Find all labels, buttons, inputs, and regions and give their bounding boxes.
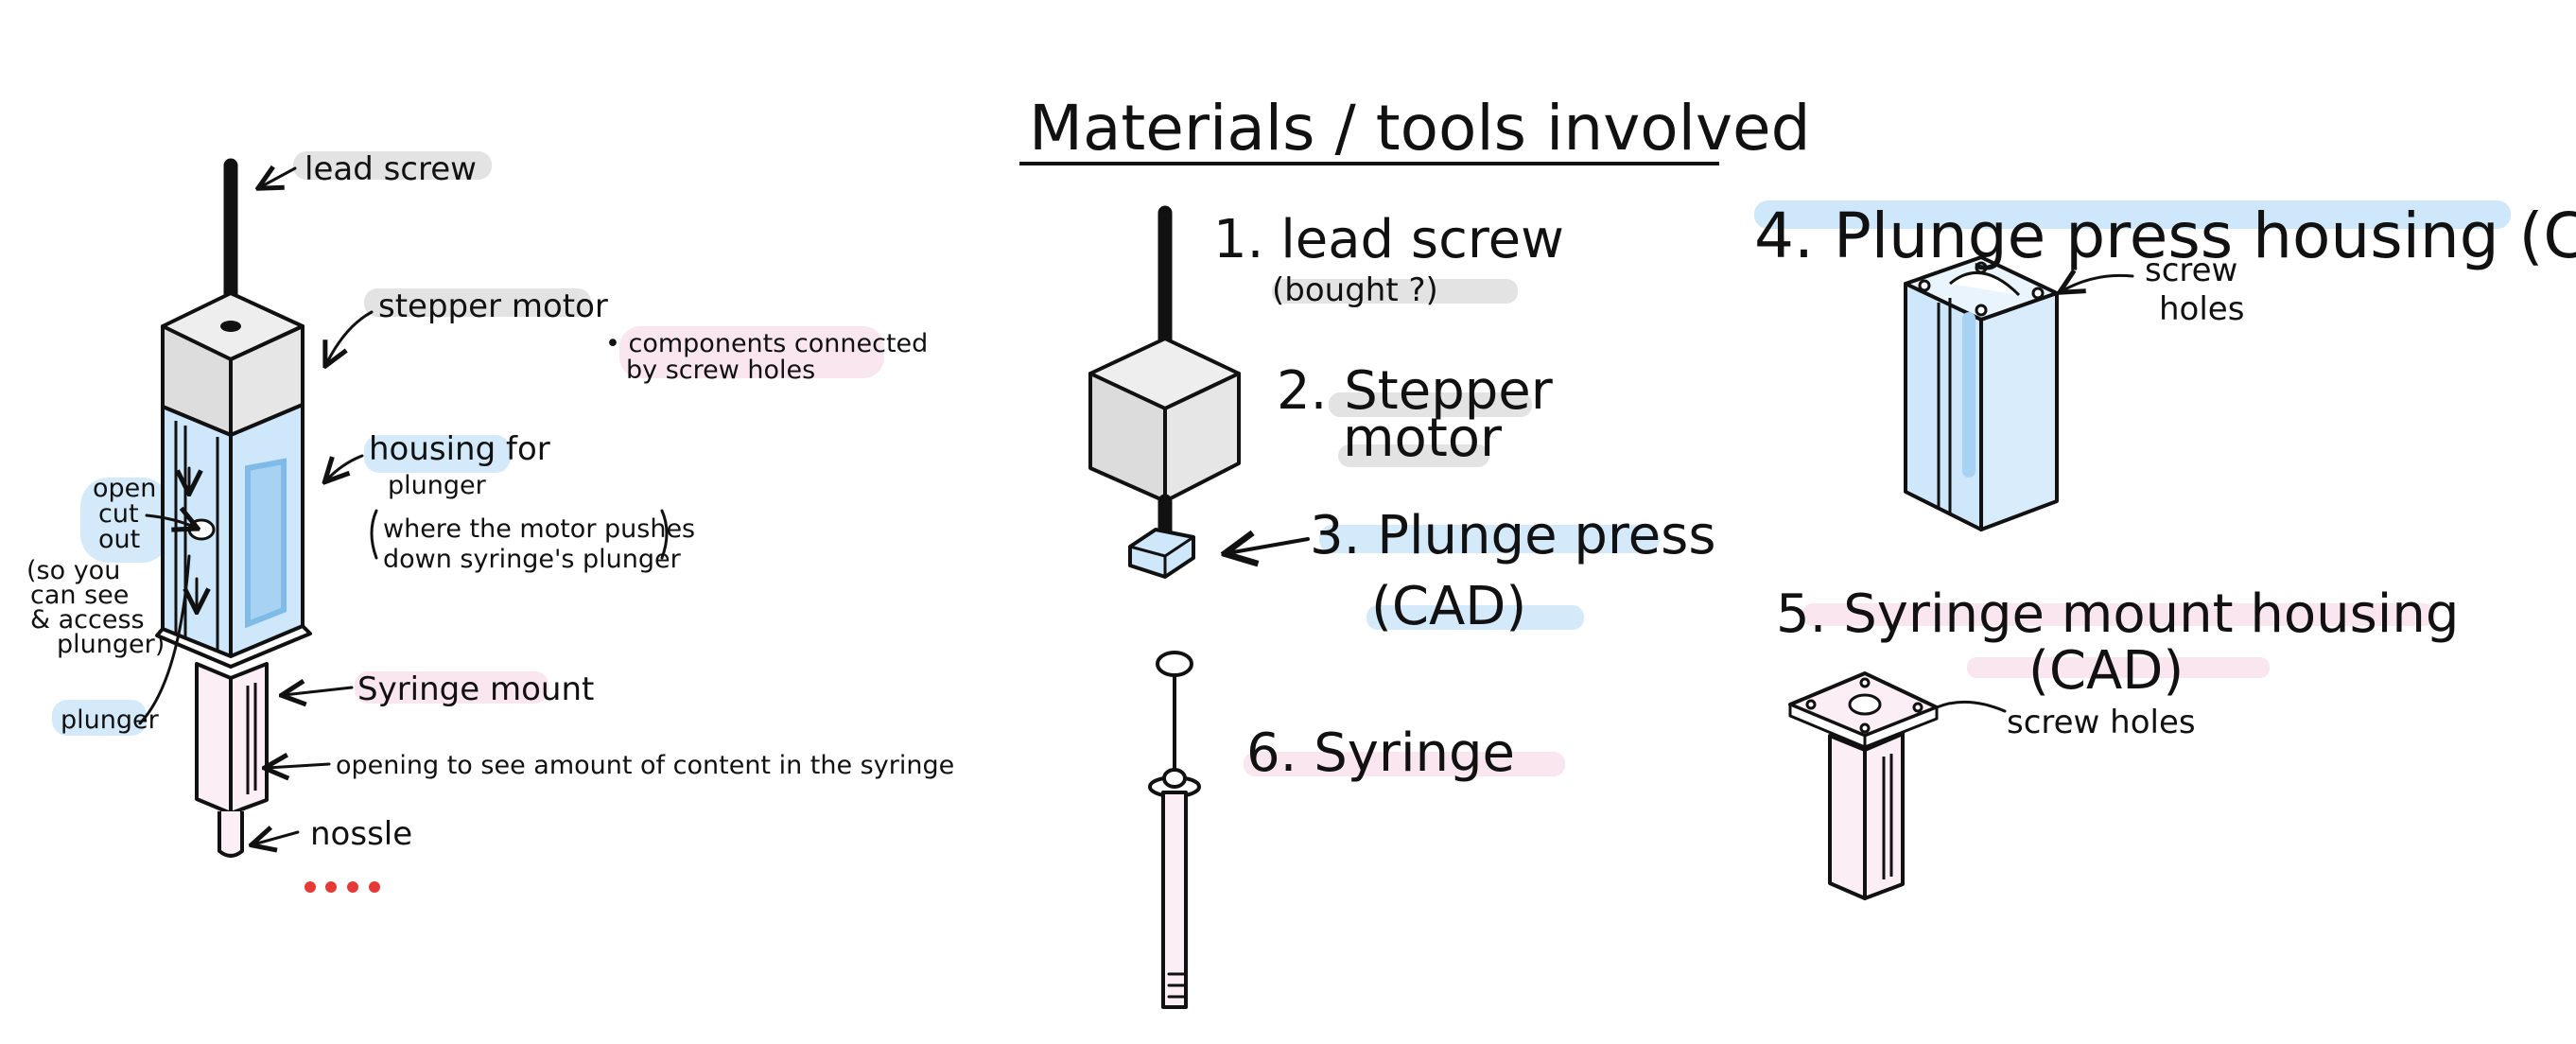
item-6-label: 6. Syringe [1246,722,1515,784]
plunge-press-drawing [1130,530,1193,577]
mount-screw-leader [1937,702,2005,711]
item-2-label-line2: motor [1343,408,1503,469]
item-4-note-line2: holes [2159,290,2244,328]
label-components-line2: by screw holes [626,356,815,385]
press-arrow [1227,539,1308,553]
material-syringe-drawing [1150,652,1199,1007]
plunge-press-housing-drawing [1906,257,2057,530]
label-so-line4: plunger) [57,630,165,659]
item-5-note: (CAD) [2028,640,2184,702]
label-housing-line2: plunger [388,471,487,500]
housing-screw-arrow [2062,275,2132,291]
label-housing-line1: housing for [369,430,550,468]
nozzle [219,811,242,856]
red-dots [305,881,380,893]
label-where-line2: down syringe's plunger [383,545,682,574]
label-open-line3: out [98,525,140,554]
label-components-line1: • components connected [605,329,928,358]
item-5-screw-note: screw holes [2007,704,2196,741]
label-syringe-mount: Syringe mount [357,670,594,708]
item-1-note: (bought ?) [1272,271,1438,309]
assembly-drawing [157,165,380,893]
item-3-label: 3. Plunge press [1310,505,1716,566]
item-3-note: (CAD) [1371,576,1526,637]
label-where-line1: where the motor pushes [383,514,695,544]
item-4-note-line1: screw [2145,252,2237,289]
label-lead-screw: lead screw [305,150,477,188]
syringe-mount-housing-drawing [1790,673,1937,898]
item-1-label: 1. lead screw [1213,209,1564,270]
materials-title: Materials / tools involved [1029,92,1811,165]
label-stepper-motor: stepper motor [378,287,608,325]
label-nossle: nossle [310,815,412,853]
item-5-label: 5. Syringe mount housing [1776,583,2459,645]
label-opening: opening to see amount of content in the … [336,751,954,780]
syringe-mount [197,664,267,813]
label-plunger: plunger [61,705,160,735]
